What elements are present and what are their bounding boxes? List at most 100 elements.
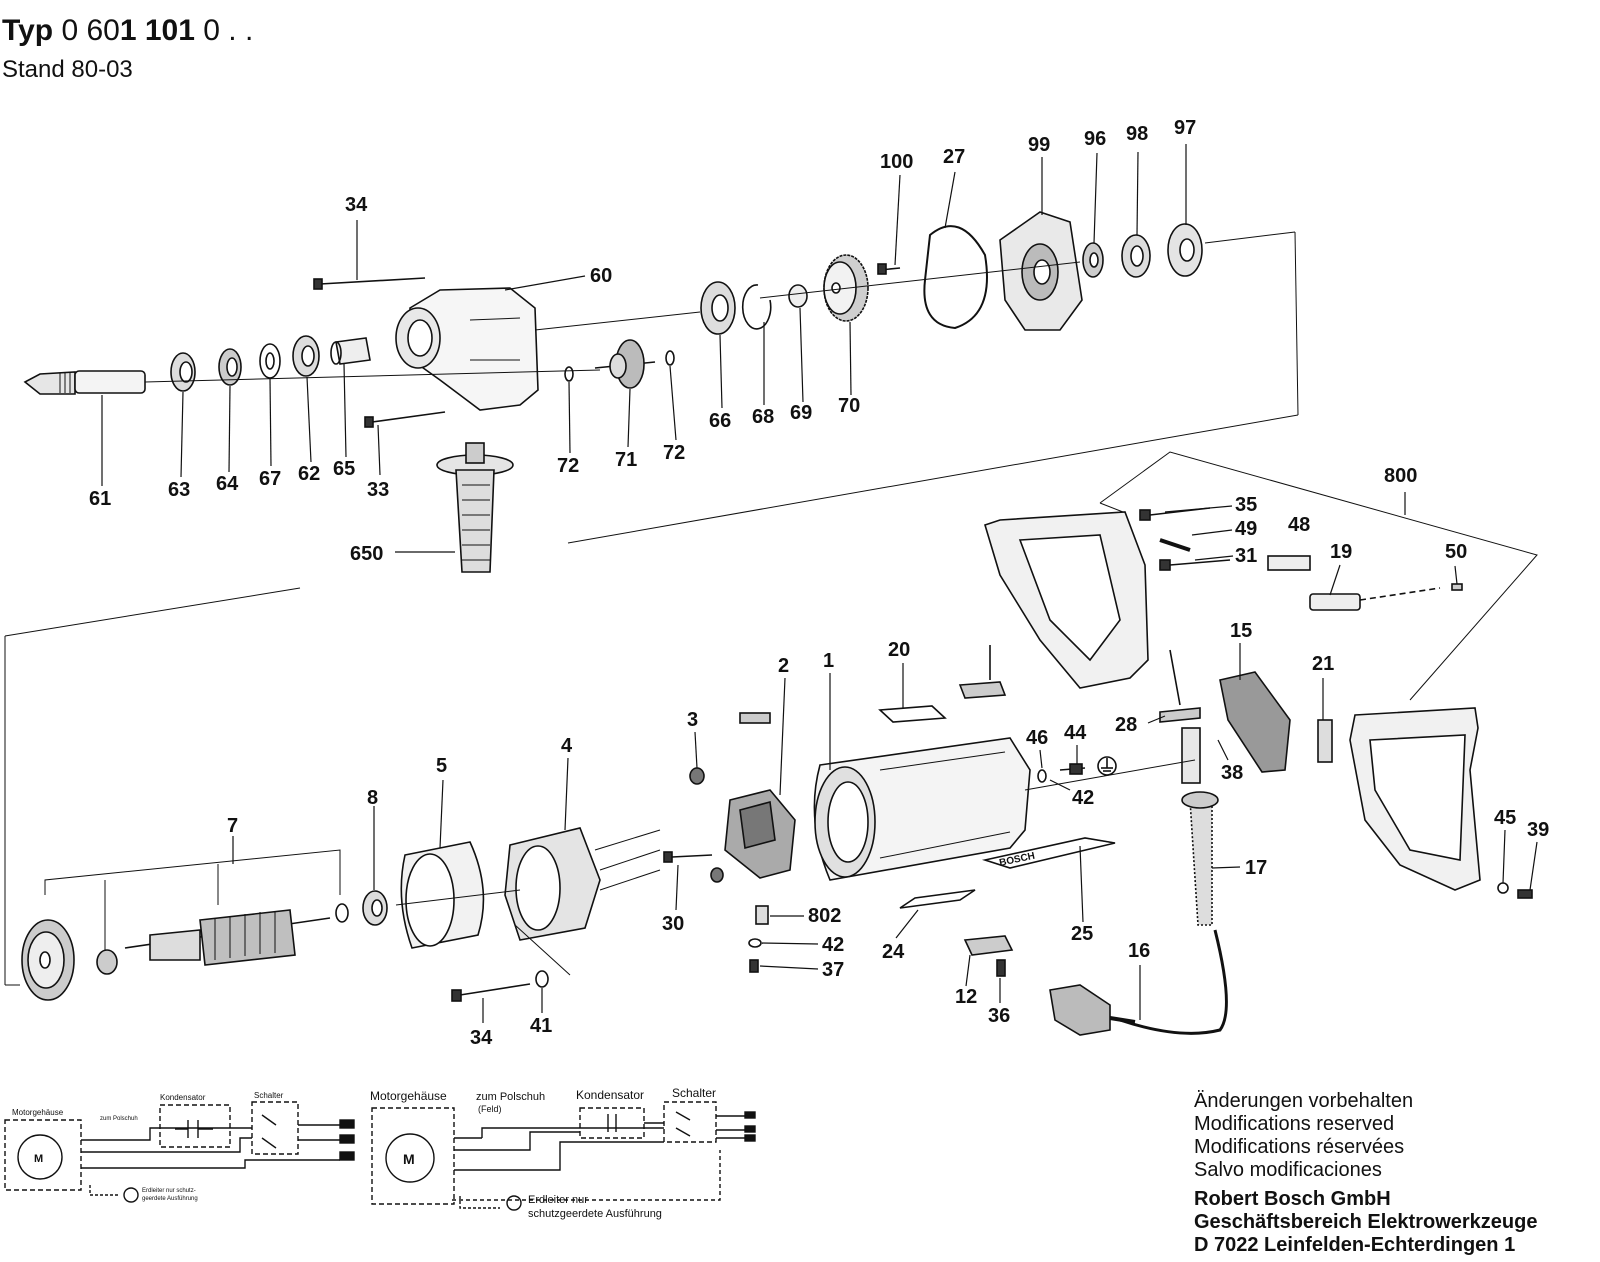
part-screw-33 xyxy=(364,411,446,428)
part-sleeve-38 xyxy=(1181,727,1201,784)
part-washer-46 xyxy=(1037,769,1047,783)
note-spanish: Salvo modificaciones xyxy=(1194,1159,1382,1181)
callout-numbers: 100 27 99 96 98 97 34 60 66 68 69 70 61 … xyxy=(89,117,1549,1049)
callout-49: 49 xyxy=(1235,518,1257,540)
part-spindle xyxy=(23,370,146,395)
document-title: Typ 0 601 101 0 . . xyxy=(2,14,253,48)
part-clamp-top xyxy=(958,645,1007,699)
part-part-21 xyxy=(1317,719,1333,763)
callout-800: 800 xyxy=(1384,465,1417,487)
part-bearing-66 xyxy=(700,281,736,335)
part-motor-housing xyxy=(813,737,1031,881)
part-spring-lower xyxy=(710,867,724,883)
company-division: Geschäftsbereich Elektrowerkzeuge xyxy=(1194,1211,1538,1233)
company-block: Robert Bosch GmbH Geschäftsbereich Elekt… xyxy=(1194,1188,1564,1257)
part-gasket-27 xyxy=(923,225,988,330)
gear-head-assembly xyxy=(4,211,1299,985)
part-handle-half-right xyxy=(1349,707,1481,891)
part-drive-ring-97 xyxy=(1167,223,1203,277)
callout-19: 19 xyxy=(1330,541,1352,563)
part-field-stator xyxy=(504,827,661,941)
callout-45: 45 xyxy=(1494,807,1516,829)
callout-63: 63 xyxy=(168,479,190,501)
callout-37: 37 xyxy=(822,959,844,981)
part-screw-36 xyxy=(996,959,1006,977)
part-screw-35 xyxy=(1139,507,1211,521)
callout-42-upper: 42 xyxy=(1072,787,1094,809)
part-side-handle xyxy=(436,442,514,573)
callout-41: 41 xyxy=(530,1015,552,1037)
callout-25: 25 xyxy=(1071,923,1093,945)
part-clamp-28 xyxy=(1159,649,1201,723)
callout-7: 7 xyxy=(227,815,238,837)
note-french: Modifications réservées xyxy=(1194,1136,1405,1158)
wiring-large-polschuh: zum Polschuh xyxy=(476,1091,545,1103)
callout-4: 4 xyxy=(561,735,573,757)
assembly-lines-motor xyxy=(5,759,1196,986)
part-sleeve-802 xyxy=(755,905,769,925)
wiring-large-capacitor: Kondensator xyxy=(576,1088,644,1102)
wiring-small-motor: M xyxy=(34,1153,43,1165)
wiring-small-polschuh: zum Polschuh xyxy=(100,1116,138,1122)
callout-70: 70 xyxy=(838,395,860,417)
wiring-large-motor: M xyxy=(403,1151,415,1167)
assembly-lines-handle xyxy=(1099,451,1538,701)
callout-27: 27 xyxy=(943,146,965,168)
callout-31: 31 xyxy=(1235,545,1257,567)
callout-99: 99 xyxy=(1028,134,1050,156)
part-screw-100 xyxy=(877,263,901,275)
callout-650: 650 xyxy=(350,543,383,565)
callout-98: 98 xyxy=(1126,123,1148,145)
part-screw-34-upper xyxy=(313,277,426,290)
part-handle-half-left xyxy=(984,511,1149,689)
part-nut xyxy=(218,348,242,386)
part-bearing-96 xyxy=(1082,242,1104,278)
callout-42-lower: 42 xyxy=(822,934,844,956)
callout-72-right: 72 xyxy=(663,442,685,464)
leader-lines xyxy=(101,144,1538,1023)
part-bearing-8 xyxy=(362,890,388,926)
part-guide-ring-5 xyxy=(400,841,485,949)
part-bearing-98 xyxy=(1121,234,1151,278)
part-pin-49 xyxy=(1159,538,1191,552)
callout-34-lower: 34 xyxy=(470,1027,493,1049)
callout-33: 33 xyxy=(367,479,389,501)
part-brush-holder xyxy=(724,789,796,879)
part-intermediate-gear xyxy=(594,339,656,389)
wiring-small-motorhousing: Motorgehäuse xyxy=(12,1108,64,1117)
callout-62: 62 xyxy=(298,463,320,485)
callout-100: 100 xyxy=(880,151,913,173)
callout-36: 36 xyxy=(988,1005,1010,1027)
wiring-large-ground-note-2: schutzgeerdete Ausführung xyxy=(528,1208,662,1220)
part-plate-24 xyxy=(899,889,976,909)
part-plug-16 xyxy=(1049,984,1136,1036)
callout-15: 15 xyxy=(1230,620,1252,642)
part-washer-motor xyxy=(335,903,349,923)
callout-35: 35 xyxy=(1235,494,1257,516)
notes-block: Änderungen vorbehalten Modifications res… xyxy=(1194,1090,1564,1257)
part-switch-15 xyxy=(1219,671,1291,773)
part-armature xyxy=(124,909,331,966)
handle-assembly xyxy=(984,451,1538,1036)
callout-38: 38 xyxy=(1221,762,1243,784)
callout-30: 30 xyxy=(662,913,684,935)
callout-96: 96 xyxy=(1084,128,1106,150)
part-screw-34-lower xyxy=(451,983,531,1002)
company-name: Robert Bosch GmbH xyxy=(1194,1188,1391,1210)
ground-symbol xyxy=(1097,756,1117,776)
part-sleeve xyxy=(330,337,371,365)
wiring-large-feld: (Feld) xyxy=(478,1104,502,1114)
part-bearing-front xyxy=(292,335,320,377)
callout-50: 50 xyxy=(1445,541,1467,563)
part-cable-clamp-12 xyxy=(963,935,1014,956)
part-screw-39 xyxy=(1517,889,1533,899)
callout-71: 71 xyxy=(615,449,637,471)
part-bracket-48 xyxy=(1267,555,1311,571)
callout-61: 61 xyxy=(89,488,111,510)
typ-label: Typ xyxy=(2,14,54,47)
part-screw-37 xyxy=(749,959,759,973)
callout-65: 65 xyxy=(333,458,355,480)
part-sleeve-69 xyxy=(788,284,808,308)
wiring-small-ground-note-2: geerdete Ausführung xyxy=(142,1196,198,1202)
company-address: D 7022 Leinfelden-Echterdingen 1 xyxy=(1194,1234,1516,1256)
